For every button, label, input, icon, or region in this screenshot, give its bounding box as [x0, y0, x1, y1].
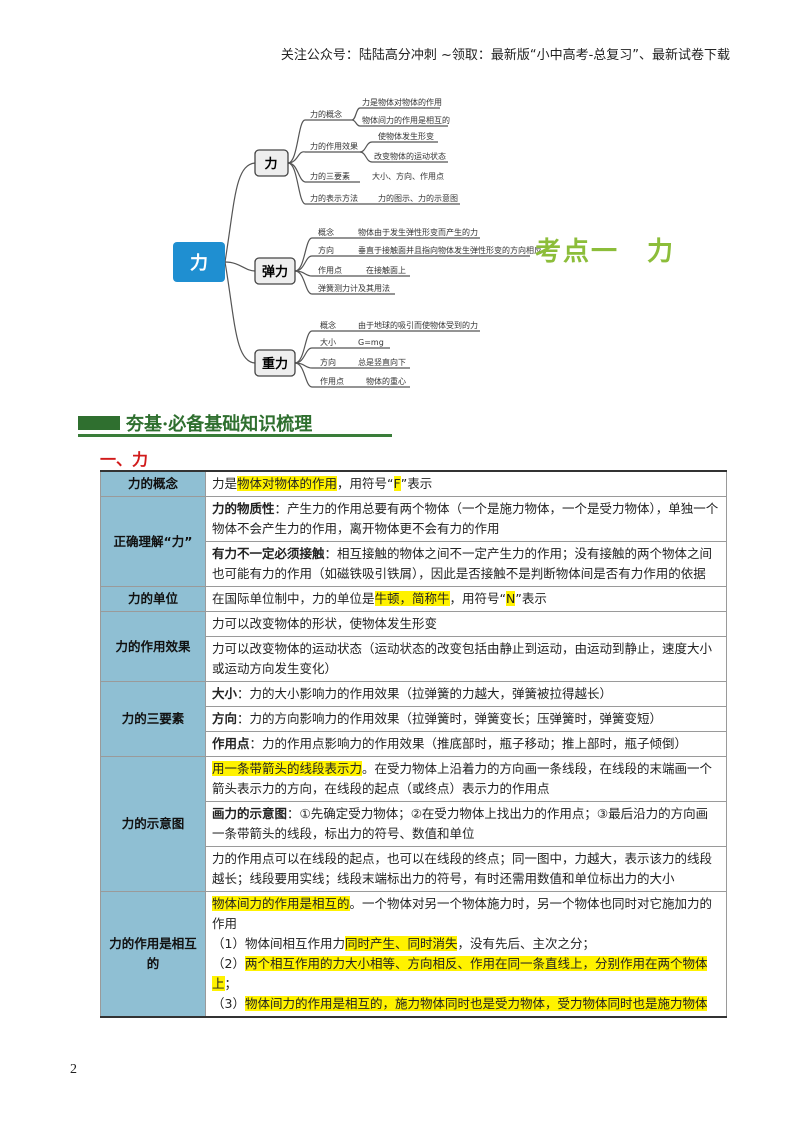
row-content: 力的作用点可以在线段的起点，也可以在线段的终点；同一图中，力越大，表示该力的线段… [205, 846, 727, 892]
row-label: 力的作用效果 [100, 611, 206, 682]
row-label: 力的示意图 [100, 756, 206, 892]
row-label: 正确理解“力” [100, 496, 206, 587]
force-concept-sub: 物体间力的作用是相互的 [362, 115, 450, 125]
row-label: 力的概念 [100, 470, 206, 497]
elastic-sub: 垂直于接触面并且指向物体发生弹性形变的方向相反 [358, 245, 542, 255]
row-content: 物体间力的作用是相互的。一个物体对另一个物体施力时，另一个物体也同时对它施加力的… [205, 891, 727, 1018]
force-item: 力的表示方法 [310, 193, 358, 203]
section-banner-bar [78, 416, 120, 430]
mind-map: 力 力 弹力 重力 力的概念 力的作用效果 力的三要素 力的表示方法 力是物体对… [173, 97, 542, 388]
elastic-sub: 物体由于发生弹性形变而产生的力 [358, 227, 478, 237]
row-label: 力的单位 [100, 586, 206, 612]
row-label: 力的三要素 [100, 681, 206, 757]
row-content: 力是物体对物体的作用，用符号“F”表示 [205, 470, 727, 497]
force-item: 力的作用效果 [310, 141, 358, 151]
gravity-sub: 物体的重心 [366, 376, 406, 386]
table-row: 方向：力的方向影响力的作用效果（拉弹簧时，弹簧变长；压弹簧时，弹簧变短） [100, 706, 727, 732]
row-content: 力可以改变物体的形状，使物体发生形变 [205, 611, 727, 637]
elastic-item: 作用点 [318, 265, 342, 275]
branch-elastic-label: 弹力 [262, 264, 288, 280]
table-row: 力的概念 力是物体对物体的作用，用符号“F”表示 [100, 470, 727, 497]
section-title: 夯基·必备基础知识梳理 [126, 414, 313, 435]
knowledge-table: 力的概念 力是物体对物体的作用，用符号“F”表示 正确理解“力” 力的物质性：产… [100, 470, 727, 1018]
table-row: 画力的示意图：①先确定受力物体；②在受力物体上找出力的作用点；③最后沿力的方向画… [100, 801, 727, 847]
page-number: 2 [70, 1062, 77, 1077]
table-row: 作用点：力的作用点影响力的作用效果（推底部时，瓶子移动；推上部时，瓶子倾倒） [100, 731, 727, 757]
row-content: 画力的示意图：①先确定受力物体；②在受力物体上找出力的作用点；③最后沿力的方向画… [205, 801, 727, 847]
topic-title: 考点一 力 [535, 237, 676, 267]
branch-gravity-label: 重力 [262, 356, 288, 372]
force-effect-sub: 改变物体的运动状态 [374, 151, 446, 161]
table-row: 力的单位 在国际单位制中，力的单位是牛顿，简称牛，用符号“N”表示 [100, 586, 727, 612]
force-elements-sub: 大小、方向、作用点 [372, 171, 444, 181]
row-content: 力的物质性：产生力的作用总要有两个物体（一个是施力物体，一个是受力物体），单独一… [205, 496, 727, 542]
mindmap-root-label: 力 [190, 253, 208, 274]
force-effect-sub: 使物体发生形变 [378, 131, 434, 141]
table-row: 正确理解“力” 力的物质性：产生力的作用总要有两个物体（一个是施力物体，一个是受… [100, 496, 727, 587]
table-row: 力的作用效果 力可以改变物体的形状，使物体发生形变 [100, 611, 727, 682]
table-row: 力可以改变物体的运动状态（运动状态的改变包括由静止到运动，由运动到静止，速度大小… [100, 636, 727, 682]
gravity-sub: G=mg [358, 338, 384, 347]
table-row: 力的三要素 大小：力的大小影响力的作用效果（拉弹簧的力越大，弹簧被拉得越长） [100, 681, 727, 757]
section-banner: 夯基·必备基础知识梳理 [78, 410, 392, 437]
gravity-item: 作用点 [320, 376, 344, 386]
elastic-item: 概念 [318, 227, 334, 237]
table-row: 力的作用点可以在线段的起点，也可以在线段的终点；同一图中，力越大，表示该力的线段… [100, 846, 727, 892]
row-label: 力的作用是相互的 [100, 891, 206, 1018]
gravity-sub: 由于地球的吸引而使物体受到的力 [358, 320, 478, 330]
row-content: 有力不一定必须接触：相互接触的物体之间不一定产生力的作用；没有接触的两个物体之间… [205, 541, 727, 587]
row-content: 力可以改变物体的运动状态（运动状态的改变包括由静止到运动，由运动到静止，速度大小… [205, 636, 727, 682]
elastic-sub: 在接触面上 [366, 265, 406, 275]
table-row: 力的作用是相互的 物体间力的作用是相互的。一个物体对另一个物体施力时，另一个物体… [100, 891, 727, 1018]
row-content: 方向：力的方向影响力的作用效果（拉弹簧时，弹簧变长；压弹簧时，弹簧变短） [205, 706, 727, 732]
gravity-item: 方向 [320, 357, 336, 367]
subsection-title: 一、力 [100, 450, 149, 469]
elastic-item: 弹簧测力计及其用法 [318, 283, 390, 293]
force-repr-sub: 力的图示、力的示意图 [378, 193, 458, 203]
gravity-item: 概念 [320, 320, 336, 330]
gravity-sub: 总是竖直向下 [358, 357, 406, 367]
force-item: 力的三要素 [310, 171, 350, 181]
gravity-item: 大小 [320, 337, 336, 347]
row-content: 作用点：力的作用点影响力的作用效果（推底部时，瓶子移动；推上部时，瓶子倾倒） [205, 731, 727, 757]
elastic-item: 方向 [318, 245, 334, 255]
mindmap-root-node [173, 242, 225, 282]
branch-force-label: 力 [264, 156, 277, 172]
force-item: 力的概念 [310, 109, 342, 119]
page-header: 关注公众号：陆陆高分冲刺 ~领取：最新版“小中高考-总复习”、最新试卷下载 [280, 48, 730, 63]
force-concept-sub: 力是物体对物体的作用 [362, 97, 442, 107]
row-content: 在国际单位制中，力的单位是牛顿，简称牛，用符号“N”表示 [205, 586, 727, 612]
row-content: 大小：力的大小影响力的作用效果（拉弹簧的力越大，弹簧被拉得越长） [205, 681, 727, 707]
row-content: 用一条带箭头的线段表示力。在受力物体上沿着力的方向画一条线段，在线段的末端画一个… [205, 756, 727, 802]
table-row: 力的示意图 用一条带箭头的线段表示力。在受力物体上沿着力的方向画一条线段，在线段… [100, 756, 727, 892]
table-row: 有力不一定必须接触：相互接触的物体之间不一定产生力的作用；没有接触的两个物体之间… [100, 541, 727, 587]
